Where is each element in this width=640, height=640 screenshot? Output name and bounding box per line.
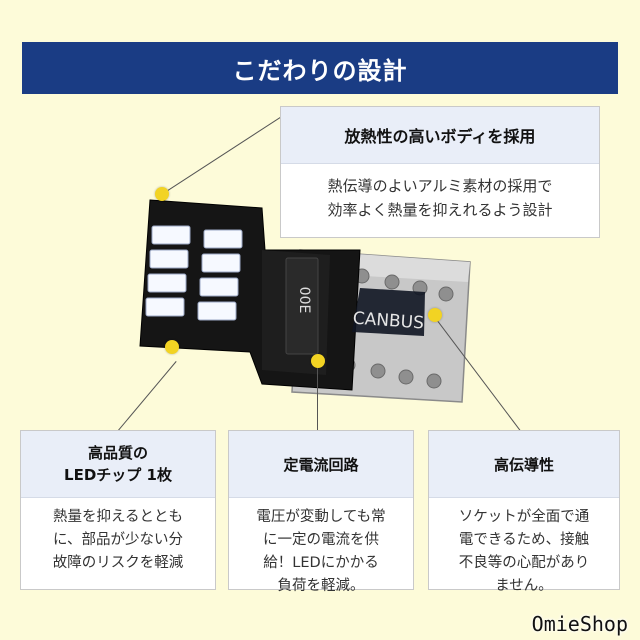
feature-box-constant-current: 定電流回路 電圧が変動しても常 に一定の電流を供 給！LEDにかかる 負荷を軽減… — [228, 430, 414, 594]
title-line: LEDチップ 1枚 — [64, 466, 172, 484]
description-line: 不良等の心配があり — [458, 555, 590, 571]
feature-description: ソケットが全面で通 電できるため、接触 不良等の心配があり ません。 — [429, 498, 619, 606]
feature-description: 熱伝導のよいアルミ素材の採用で 効率よく熱量を抑えれるよう設計 — [281, 164, 599, 230]
feature-description: 熱量を抑えるととも に、部品が少ない分 故障のリスクを軽減 — [21, 498, 215, 583]
feature-title: 定電流回路 — [229, 431, 413, 498]
feature-description: 電圧が変動しても常 に一定の電流を供 給！LEDにかかる 負荷を軽減。 — [229, 498, 413, 606]
callout-dot-heat — [155, 187, 169, 201]
feature-title: 高品質の LEDチップ 1枚 — [21, 431, 215, 498]
description-line: 電圧が変動しても常 — [256, 509, 386, 525]
description-line: 給！LEDにかかる — [263, 555, 379, 571]
title-line: 高品質の — [87, 444, 148, 462]
feature-box-led-chip: 高品質の LEDチップ 1枚 熱量を抑えるととも に、部品が少ない分 故障のリス… — [20, 430, 216, 590]
description-line: 熱伝導のよいアルミ素材の採用で — [327, 177, 553, 195]
page-title: こだわりの設計 — [232, 56, 408, 85]
leader-line-current — [317, 363, 318, 431]
description-line: ソケットが全面で通 — [458, 509, 590, 525]
callout-dot-conduct — [428, 308, 442, 322]
feature-title: 放熱性の高いボディを採用 — [281, 107, 599, 164]
feature-box-heat-dissipation: 放熱性の高いボディを採用 熱伝導のよいアルミ素材の採用で 効率よく熱量を抑えれる… — [280, 106, 600, 238]
feature-box-conductivity: 高伝導性 ソケットが全面で通 電できるため、接触 不良等の心配があり ません。 — [428, 430, 620, 594]
header-banner: こだわりの設計 — [22, 42, 618, 94]
description-line: 負荷を軽減。 — [277, 578, 365, 594]
description-line: に、部品が少ない分 — [52, 532, 184, 548]
description-line: 電できるため、接触 — [458, 532, 590, 548]
callout-dot-chip — [165, 340, 179, 354]
shop-watermark: OmieShop — [531, 612, 628, 636]
description-line: 熱量を抑えるととも — [52, 509, 184, 525]
callout-dot-current — [311, 354, 325, 368]
description-line: 効率よく熱量を抑えれるよう設計 — [327, 201, 553, 219]
description-line: ません。 — [495, 578, 553, 594]
feature-title: 高伝導性 — [429, 431, 619, 498]
description-line: 故障のリスクを軽減 — [52, 555, 184, 571]
description-line: に一定の電流を供 — [263, 532, 379, 548]
